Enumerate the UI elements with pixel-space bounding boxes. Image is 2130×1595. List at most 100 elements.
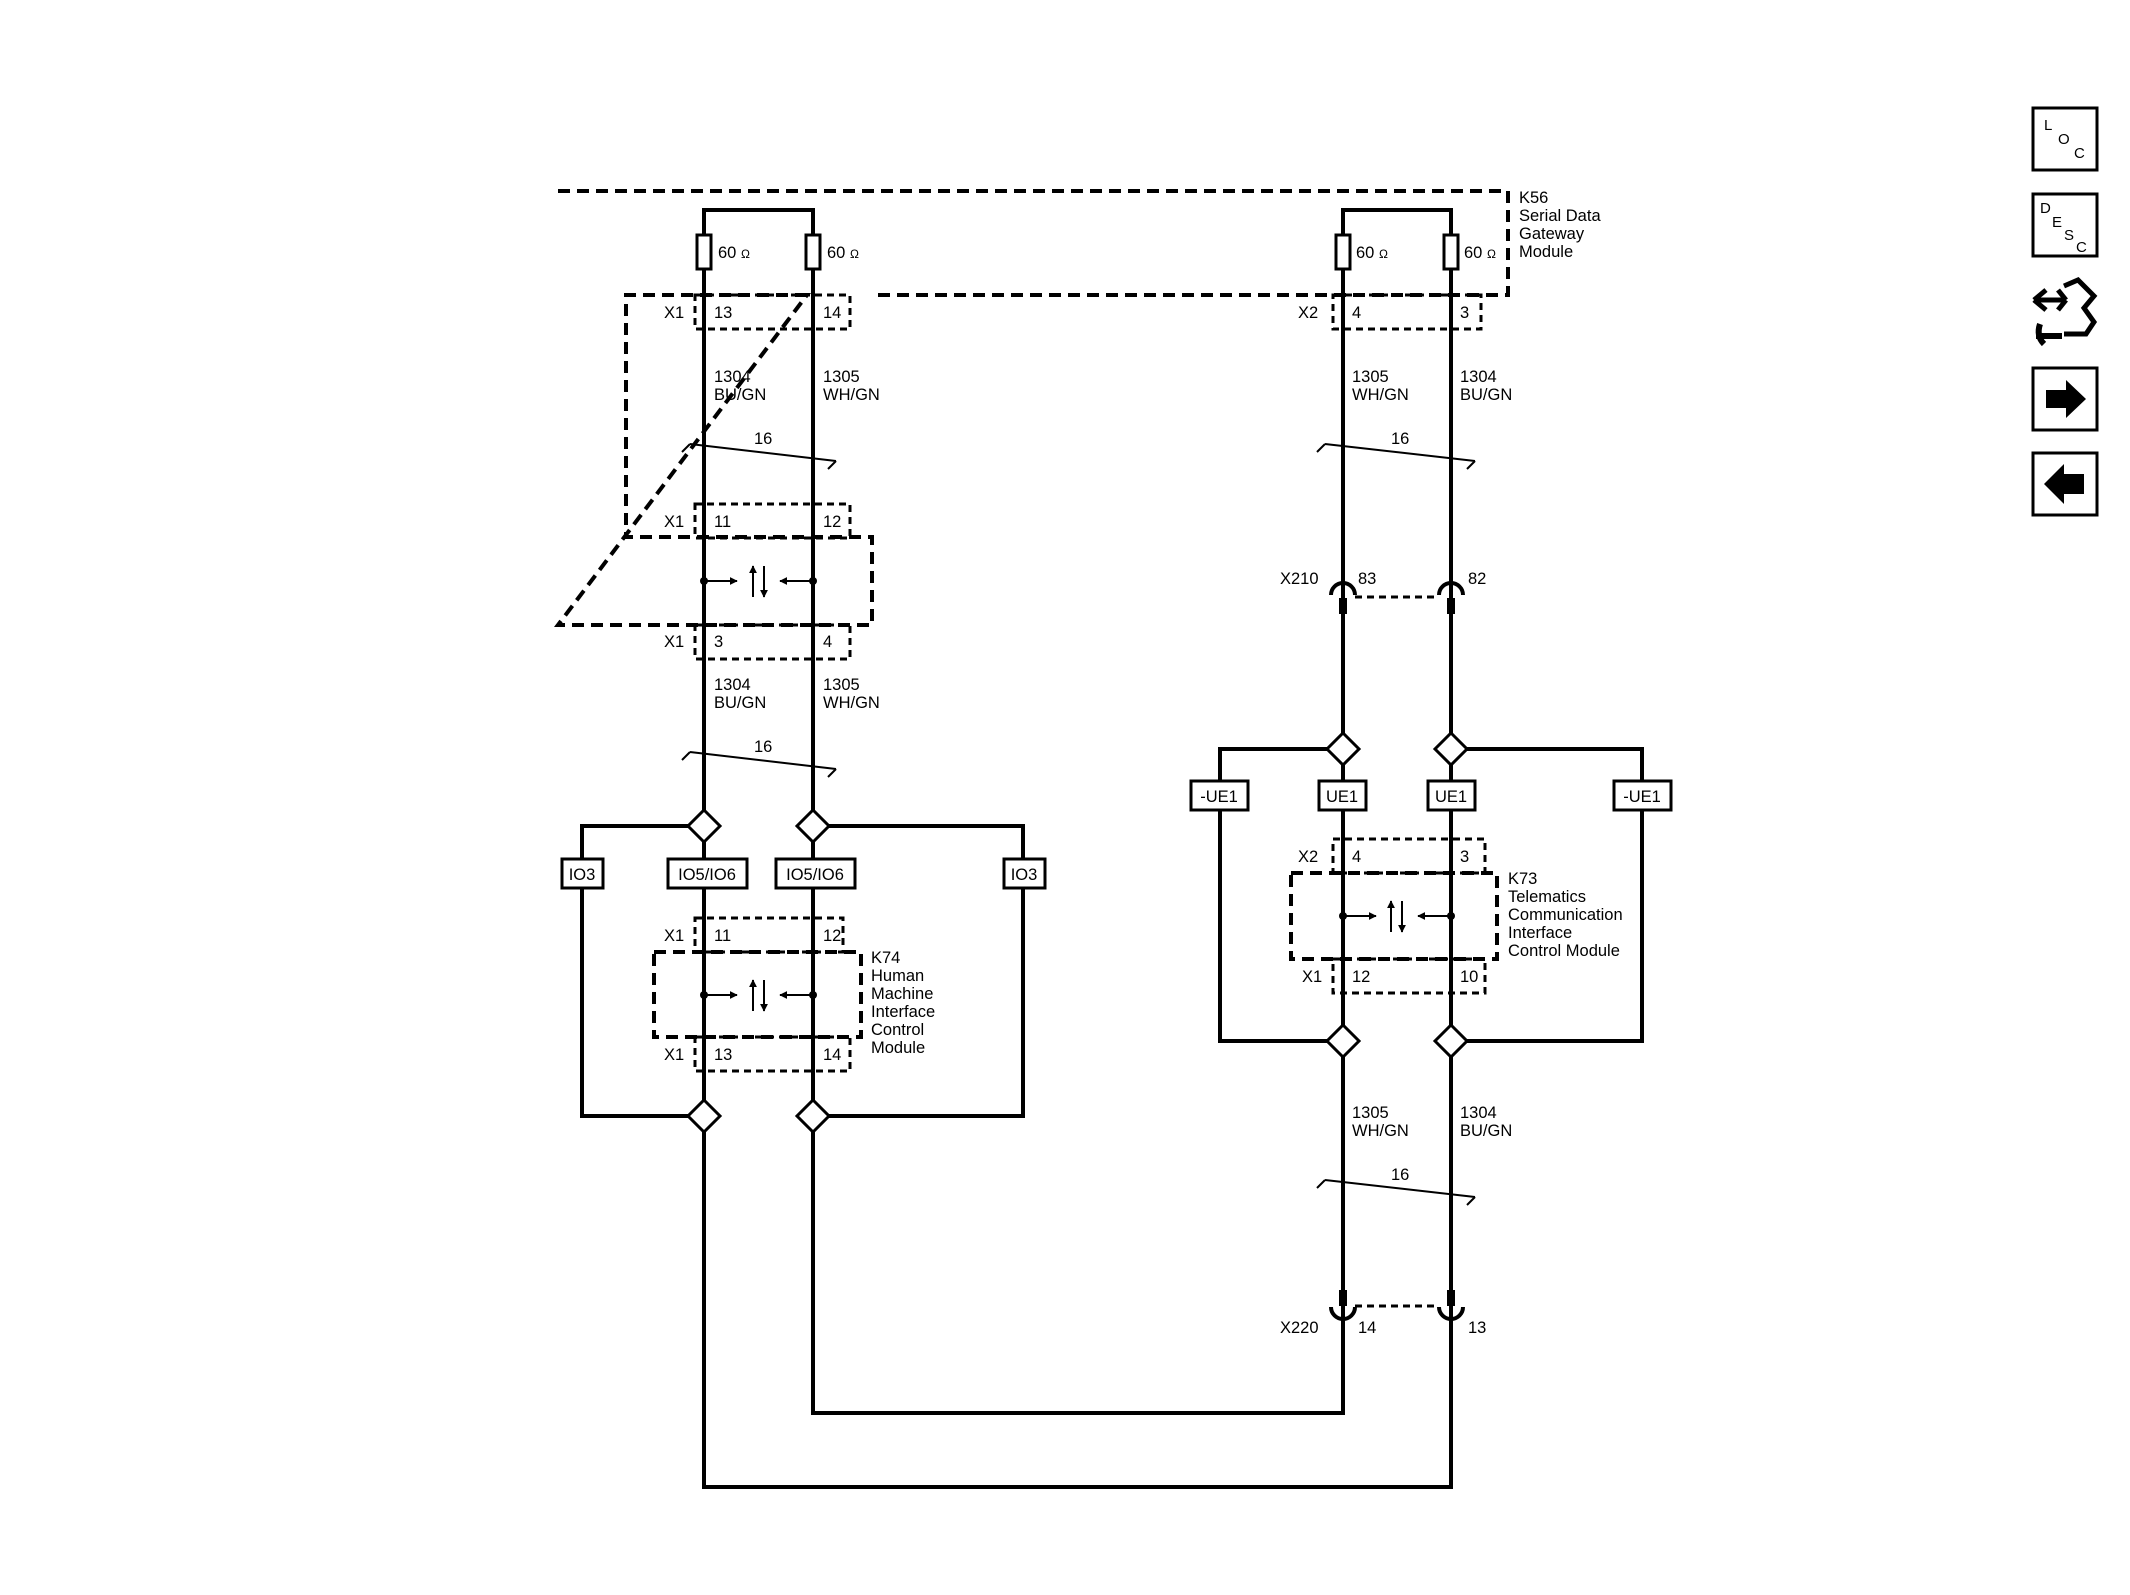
svg-text:16: 16: [1391, 430, 1409, 448]
k74-module-label: K74 Human Machine Interface Control Modu…: [871, 949, 935, 1057]
svg-text:1304: 1304: [714, 368, 751, 386]
svg-text:WH/GN: WH/GN: [1352, 386, 1409, 404]
svg-text:C: C: [2076, 239, 2087, 256]
option-diamond: [685, 807, 723, 845]
wire-1305-left: [811, 269, 1345, 1415]
svg-text:IO5/IO6: IO5/IO6: [678, 866, 736, 884]
loc-button[interactable]: L O C: [2031, 106, 2099, 172]
svg-text:16: 16: [754, 430, 772, 448]
next-page-button[interactable]: [2031, 366, 2099, 432]
svg-text:C: C: [2074, 145, 2085, 162]
svg-text:1305: 1305: [1352, 1104, 1389, 1122]
svg-text:X1: X1: [664, 513, 684, 531]
twisted-pair-marker: 16: [681, 738, 837, 778]
option-diamond: [794, 1097, 832, 1135]
k56-x1-connector-bot: [693, 623, 852, 661]
terminating-resistor: 60 Ω: [1442, 233, 1496, 271]
svg-text:Interface: Interface: [1508, 924, 1572, 942]
k74-x1-connector-bot: [693, 1035, 852, 1073]
svg-text:Telematics: Telematics: [1508, 888, 1586, 906]
svg-text:3: 3: [714, 633, 723, 651]
previous-page-button[interactable]: [2031, 451, 2099, 517]
svg-text:Control: Control: [871, 1021, 924, 1039]
svg-text:K56: K56: [1519, 189, 1548, 207]
svg-text:1305: 1305: [823, 368, 860, 386]
svg-text:X2: X2: [1298, 848, 1318, 866]
svg-text:X1: X1: [664, 1046, 684, 1064]
svg-text:K73: K73: [1508, 870, 1537, 888]
terminating-resistor: 60 Ω: [1334, 233, 1388, 271]
option-diamond: [1432, 1022, 1470, 1060]
svg-text:X1: X1: [664, 927, 684, 945]
desc-button[interactable]: D E S C: [2031, 192, 2099, 258]
svg-text:16: 16: [1391, 1166, 1409, 1184]
option-label-io3: IO3: [1002, 857, 1047, 890]
svg-text:S: S: [2064, 227, 2074, 244]
twisted-pair-marker: 16: [1316, 1166, 1476, 1206]
svg-text:Serial Data: Serial Data: [1519, 207, 1601, 225]
svg-text:X2: X2: [1298, 304, 1318, 322]
svg-text:X210: X210: [1280, 570, 1319, 588]
svg-text:82: 82: [1468, 570, 1486, 588]
svg-text:12: 12: [823, 927, 841, 945]
svg-text:Gateway: Gateway: [1519, 225, 1585, 243]
transceiver-icon: [1339, 900, 1455, 933]
svg-text:-UE1: -UE1: [1200, 788, 1238, 806]
option-diamond: [1432, 730, 1470, 768]
svg-text:12: 12: [823, 513, 841, 531]
svg-text:WH/GN: WH/GN: [823, 386, 880, 404]
k73-module-outline: [1289, 871, 1499, 961]
terminating-resistor: 60 Ω: [804, 233, 859, 271]
svg-text:13: 13: [714, 1046, 732, 1064]
option-label-ue1: UE1: [1426, 779, 1477, 812]
svg-text:IO3: IO3: [1011, 866, 1038, 884]
svg-text:WH/GN: WH/GN: [823, 694, 880, 712]
option-diamond: [1324, 730, 1362, 768]
svg-text:X1: X1: [664, 633, 684, 651]
svg-text:L: L: [2044, 117, 2052, 134]
svg-text:11: 11: [714, 513, 731, 531]
svg-text:83: 83: [1358, 570, 1376, 588]
svg-text:13: 13: [1468, 1319, 1486, 1337]
svg-text:1304: 1304: [1460, 368, 1497, 386]
connector-view-button[interactable]: [2032, 277, 2098, 347]
connector-icon: [2032, 277, 2098, 347]
svg-text:10: 10: [1460, 968, 1478, 986]
option-diamond: [794, 807, 832, 845]
svg-text:1304: 1304: [1460, 1104, 1497, 1122]
desc-icon: D E S C: [2040, 200, 2087, 256]
svg-text:-UE1: -UE1: [1623, 788, 1661, 806]
svg-text:60 Ω: 60 Ω: [1464, 244, 1496, 262]
svg-text:14: 14: [1358, 1319, 1376, 1337]
twisted-pair-marker: 16: [681, 430, 837, 470]
transceiver-icon: [700, 565, 817, 598]
k73-module-label: K73 Telematics Communication Interface C…: [1508, 870, 1623, 960]
svg-text:UE1: UE1: [1435, 788, 1467, 806]
svg-text:X1: X1: [1302, 968, 1322, 986]
svg-text:16: 16: [754, 738, 772, 756]
svg-text:60 Ω: 60 Ω: [827, 244, 859, 262]
option-label-io5-io6: IO5/IO6: [666, 857, 749, 890]
k56-module-label: K56 Serial Data Gateway Module: [1519, 189, 1601, 261]
option-label-io5-io6: IO5/IO6: [774, 857, 857, 890]
option-diamond: [685, 1097, 723, 1135]
svg-text:1305: 1305: [1352, 368, 1389, 386]
k74-module-outline: [652, 950, 863, 1039]
svg-text:4: 4: [1352, 304, 1361, 322]
svg-text:BU/GN: BU/GN: [714, 694, 766, 712]
svg-text:60 Ω: 60 Ω: [718, 244, 750, 262]
svg-text:1305: 1305: [823, 676, 860, 694]
option-label-not-ue1: -UE1: [1612, 779, 1673, 812]
option-label-io3: IO3: [560, 857, 605, 890]
svg-text:IO5/IO6: IO5/IO6: [786, 866, 844, 884]
svg-text:Module: Module: [871, 1039, 925, 1057]
k56-x1-connector-top: [693, 293, 852, 331]
svg-text:12: 12: [1352, 968, 1370, 986]
svg-text:BU/GN: BU/GN: [1460, 1122, 1512, 1140]
svg-text:WH/GN: WH/GN: [1352, 1122, 1409, 1140]
k73-x2-connector: [1331, 837, 1487, 875]
option-label-ue1: UE1: [1317, 779, 1368, 812]
svg-text:13: 13: [714, 304, 732, 322]
k56-module-outline: [553, 189, 1510, 627]
